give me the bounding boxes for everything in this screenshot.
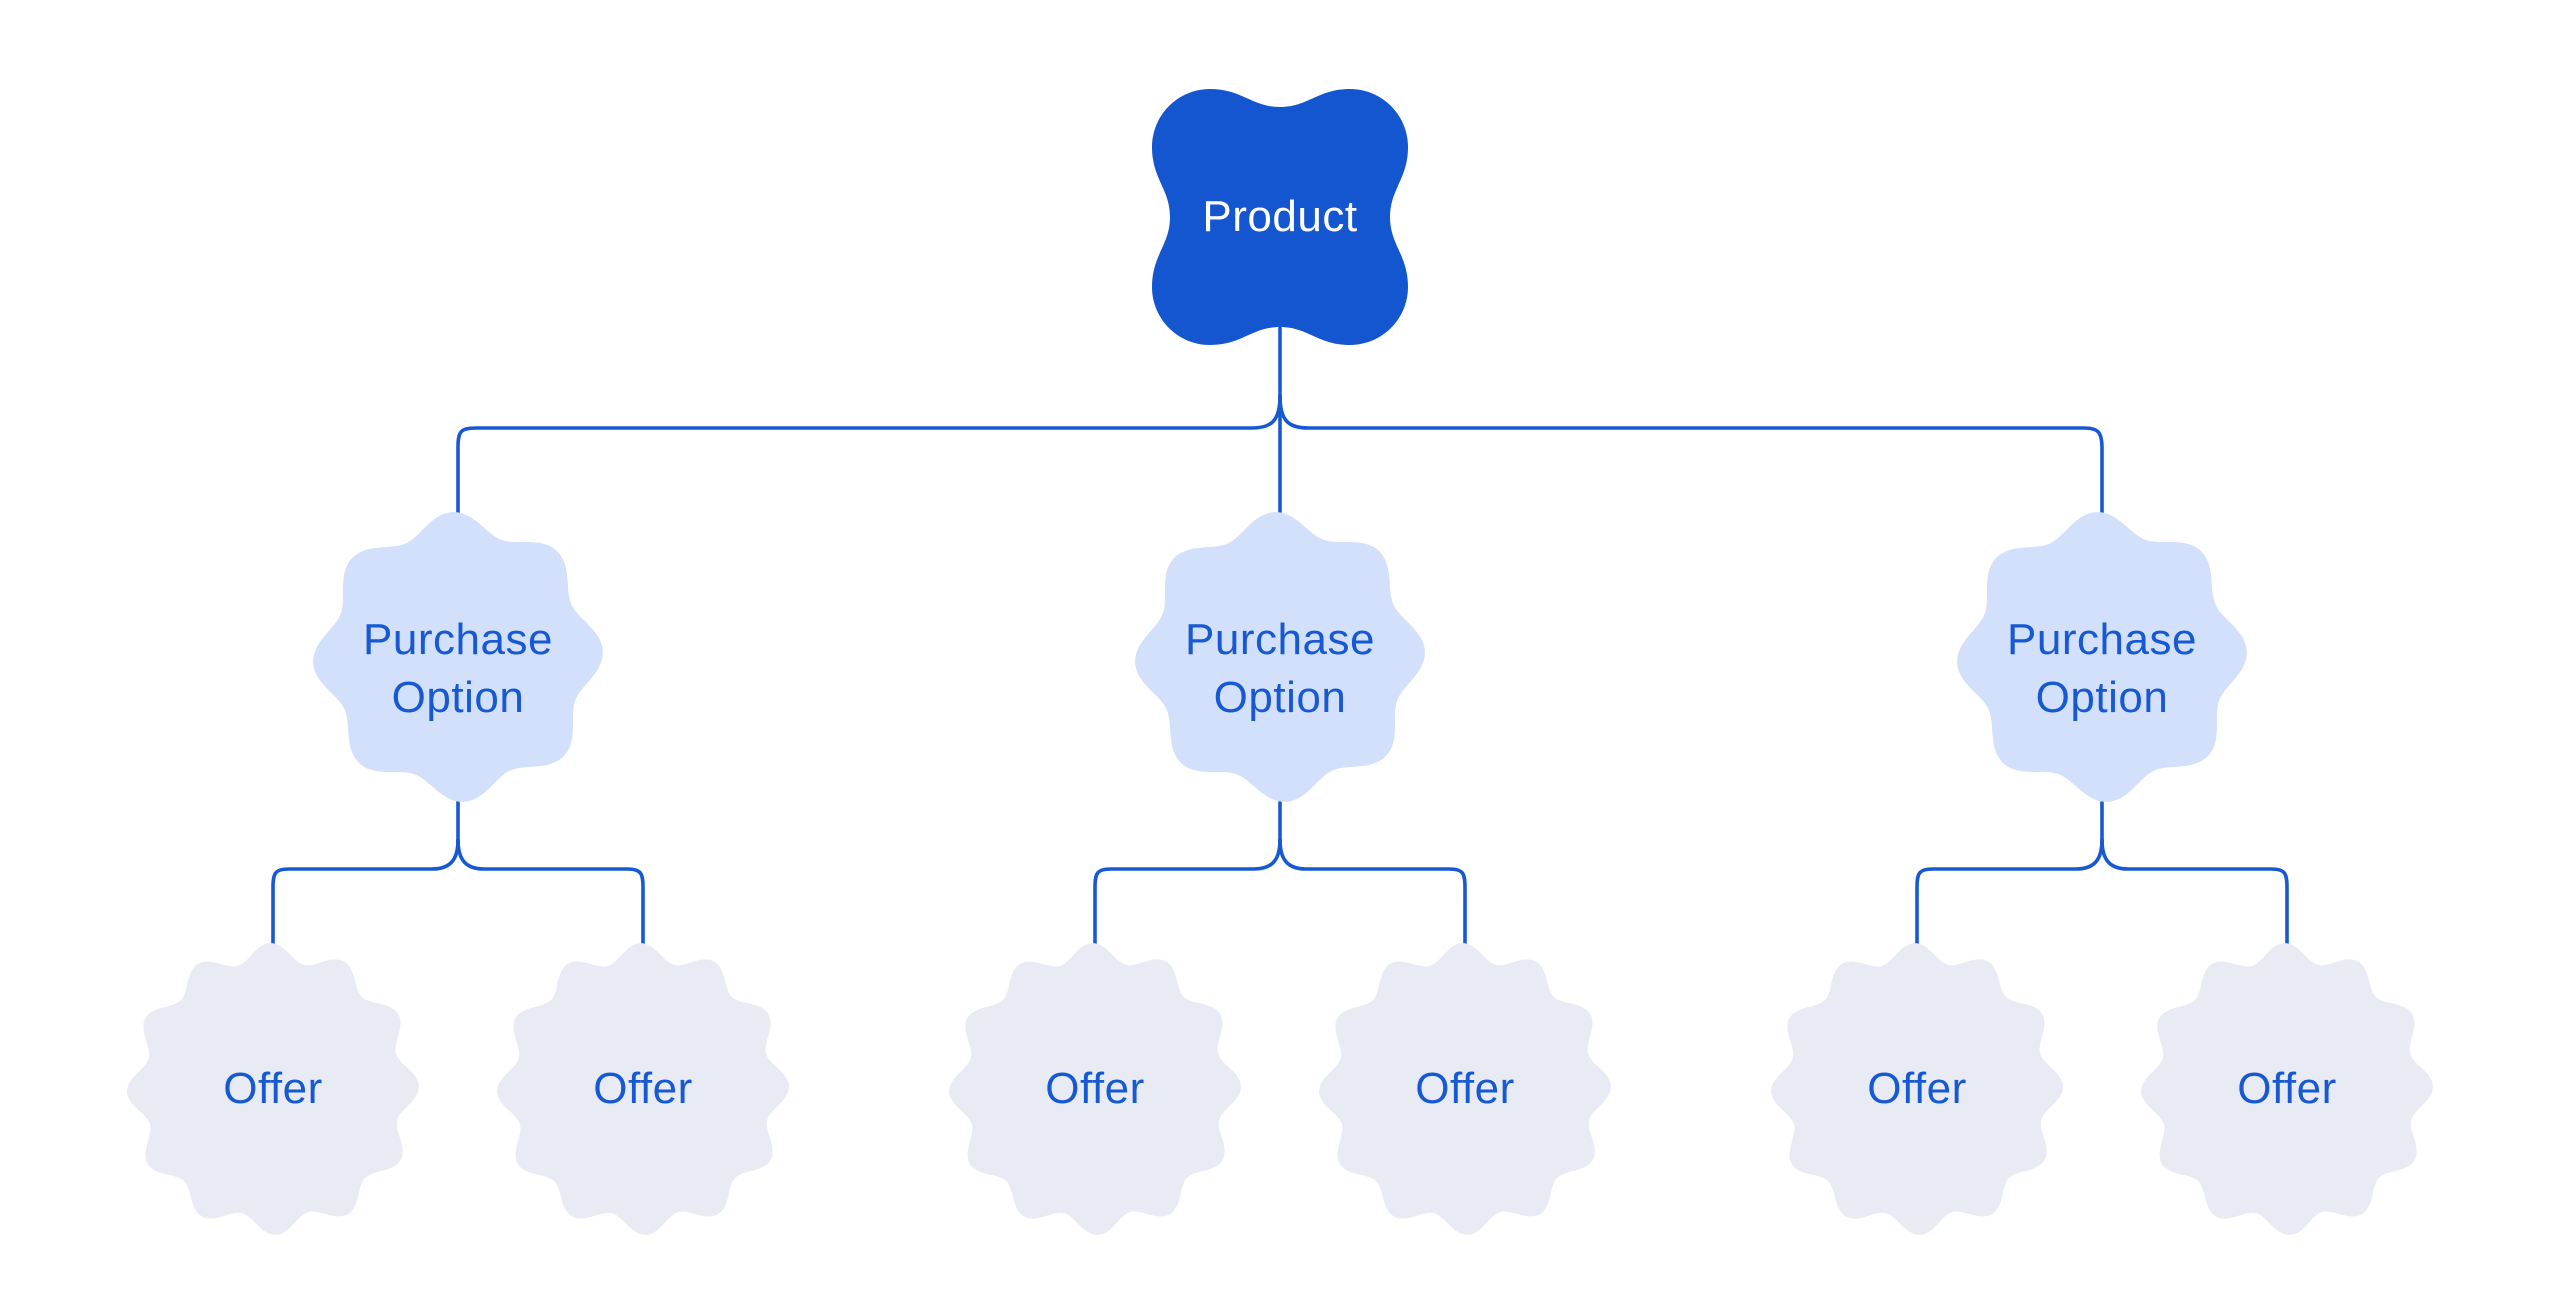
connector-purchase-right-to-offer-2 [2100, 838, 2289, 950]
offer-blob-icon [127, 943, 419, 1235]
purchase-option-blob-icon [313, 512, 603, 802]
offer-node-5: Offer [1767, 939, 2067, 1239]
connector-purchase-middle-to-offer-2 [1278, 838, 1467, 950]
purchase-option-blob-icon [1135, 512, 1425, 802]
offer-blob-icon [497, 943, 789, 1235]
offer-blob-icon [1319, 943, 1611, 1235]
connector-purchase-right-to-offer-1 [1915, 838, 2104, 950]
offer-node-6: Offer [2137, 939, 2437, 1239]
purchase-option-node-3: Purchase Option [1952, 507, 2252, 807]
purchase-option-blob-icon [1957, 512, 2247, 802]
offer-node-1: Offer [123, 939, 423, 1239]
offer-node-3: Offer [945, 939, 1245, 1239]
purchase-option-node-2: Purchase Option [1130, 507, 1430, 807]
product-blob-icon [1152, 89, 1408, 345]
offer-blob-icon [949, 943, 1241, 1235]
connector-purchase-left-to-offer-2 [456, 838, 645, 950]
purchase-option-node-1: Purchase Option [308, 507, 608, 807]
offer-node-4: Offer [1315, 939, 1615, 1239]
connector-product-to-purchase-right [1278, 394, 2104, 521]
offer-blob-icon [2141, 943, 2433, 1235]
connector-purchase-left-to-offer-1 [271, 838, 460, 950]
offer-blob-icon [1771, 943, 2063, 1235]
offer-node-2: Offer [493, 939, 793, 1239]
connector-product-to-purchase-left [456, 394, 1282, 521]
product-node: Product [1145, 82, 1415, 352]
connector-purchase-middle-to-offer-1 [1093, 838, 1282, 950]
